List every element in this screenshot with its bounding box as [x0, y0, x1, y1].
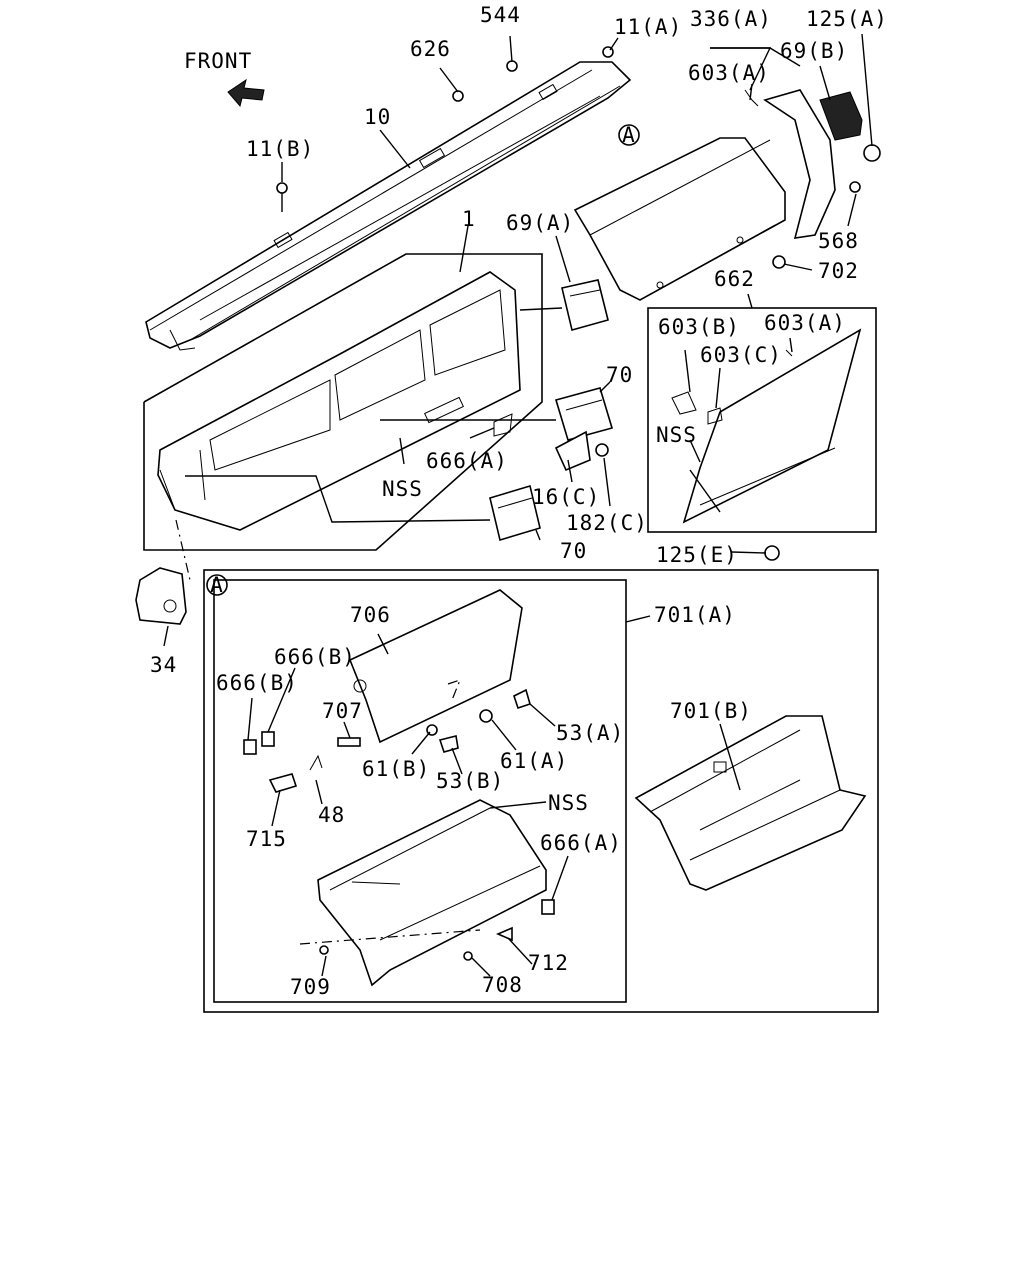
callout-666a-top: 666(A): [426, 449, 508, 473]
lower-glovebox: [317, 799, 547, 987]
callout-125a: 125(A): [806, 7, 888, 31]
upper-dash-panel: [145, 61, 632, 351]
callout-666b-1: 666(B): [274, 645, 356, 669]
callout-53a: 53(A): [556, 721, 624, 745]
callout-nss-right: NSS: [548, 791, 589, 815]
section-marker-top-text: A: [622, 123, 636, 147]
panel-662-box: [647, 307, 877, 533]
callout-61a: 61(A): [500, 749, 568, 773]
callout-707: 707: [322, 699, 363, 723]
lid-706: [348, 589, 523, 744]
callout-70-top: 70: [606, 363, 633, 387]
front-indicator: [227, 78, 265, 108]
top-fasteners: [276, 46, 861, 561]
callout-48: 48: [318, 803, 345, 827]
callout-53b: 53(B): [436, 769, 504, 793]
callout-544: 544: [480, 3, 521, 27]
glovebox-upper: [573, 137, 786, 301]
section-marker-top: A: [618, 123, 640, 147]
callout-10: 10: [364, 105, 391, 129]
section-a-outer-box: [203, 569, 879, 1013]
callout-70-bot: 70: [560, 539, 587, 563]
glovebox-701b: [634, 715, 867, 891]
callout-702: 702: [818, 259, 859, 283]
callout-709: 709: [290, 975, 331, 999]
section-marker-box-text: A: [210, 573, 224, 597]
callout-69b: 69(B): [780, 39, 848, 63]
callout-1: 1: [462, 207, 476, 231]
callout-712: 712: [528, 951, 569, 975]
callout-666b-2: 666(B): [216, 671, 298, 695]
front-arrow-icon: [227, 78, 265, 108]
section-a-inner-box: [213, 579, 627, 1003]
vents: [489, 279, 614, 542]
callout-336a: 336(A): [690, 7, 772, 31]
callout-662: 662: [714, 267, 755, 291]
callout-603b: 603(B): [658, 315, 740, 339]
callout-69a: 69(A): [506, 211, 574, 235]
callout-11a: 11(A): [614, 15, 682, 39]
callout-603a-mid: 603(A): [764, 311, 846, 335]
dash-assembly-boundary: [143, 253, 543, 551]
section-marker-box: A: [206, 573, 228, 597]
callout-701a: 701(A): [654, 603, 736, 627]
callout-603a-top: 603(A): [688, 61, 770, 85]
front-label: FRONT: [184, 49, 252, 73]
part-34: [135, 567, 187, 625]
callout-16c: 16(C): [532, 485, 600, 509]
side-trim: [763, 89, 881, 239]
callout-34: 34: [150, 653, 177, 677]
callout-701b: 701(B): [670, 699, 752, 723]
lid-panel: [671, 328, 862, 524]
callout-568: 568: [818, 229, 859, 253]
callout-626: 626: [410, 37, 451, 61]
callout-11b: 11(B): [246, 137, 314, 161]
callout-708: 708: [482, 973, 523, 997]
callout-nss-top: NSS: [382, 477, 423, 501]
callout-182c: 182(C): [566, 511, 648, 535]
callout-nss-mid: NSS: [656, 423, 697, 447]
callout-715: 715: [246, 827, 287, 851]
section-a-small-parts: [243, 688, 555, 961]
callout-603c: 603(C): [700, 343, 782, 367]
callout-666a-low: 666(A): [540, 831, 622, 855]
callout-706: 706: [350, 603, 391, 627]
callout-61b: 61(B): [362, 757, 430, 781]
callout-125e: 125(E): [656, 543, 738, 567]
